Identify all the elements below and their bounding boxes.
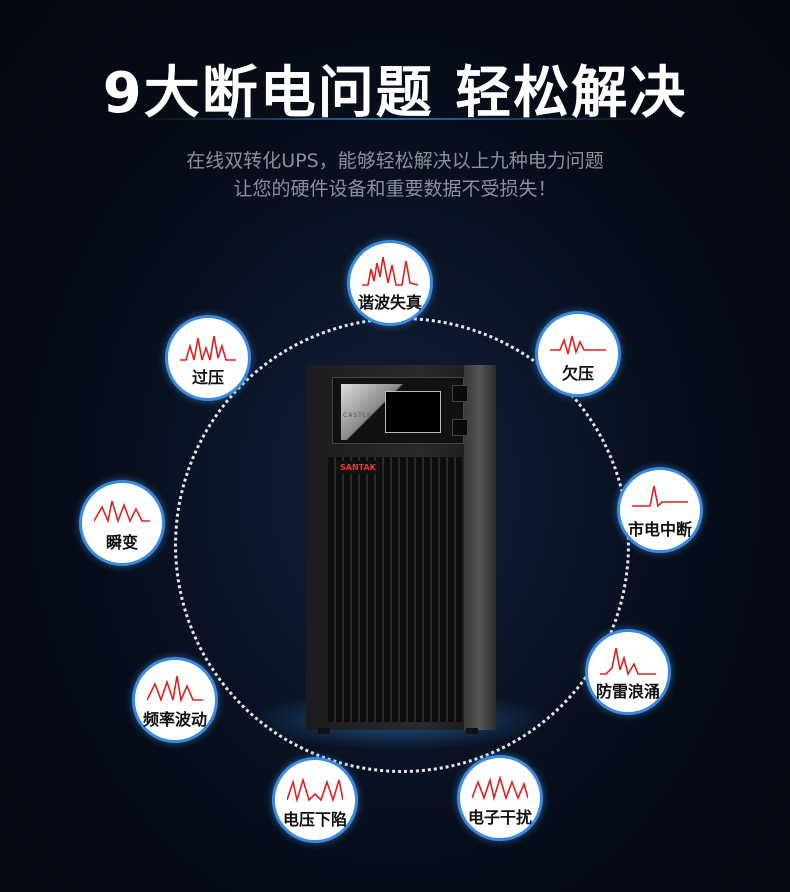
problem-label: 谐波失真 (357, 293, 422, 312)
problem-label: 瞬变 (105, 533, 138, 552)
problem-label: 过压 (191, 368, 224, 387)
problem-badge: 防雷浪涌 (585, 629, 671, 715)
undervoltage-wave-icon (550, 335, 606, 355)
harmonic-wave-icon (362, 256, 418, 286)
problem-label: 频率波动 (142, 710, 207, 729)
overvoltage-wave-icon (180, 335, 236, 361)
panel-text: CASTLE (343, 412, 372, 419)
divider (130, 118, 660, 120)
outage-wave-icon (632, 485, 688, 508)
problem-badge: 过压 (165, 315, 251, 401)
problem-badge: 市电中断 (617, 467, 703, 553)
problem-label: 防雷浪涌 (595, 682, 660, 701)
vent-grill (328, 457, 462, 722)
surge-wave-icon (600, 647, 656, 677)
subtitle-line-2: 让您的硬件设备和重要数据不受损失！ (233, 178, 557, 200)
problem-badge: 谐波失真 (347, 240, 433, 326)
problem-label: 电压下陷 (282, 810, 347, 829)
headline: 9大断电问题 轻松解决 (102, 61, 688, 126)
control-panel: CASTLE (332, 377, 464, 444)
frequency-wave-icon (147, 675, 203, 703)
problem-badge: 欠压 (535, 311, 621, 397)
subtitle-line-1: 在线双转化UPS，能够轻松解决以上九种电力问题 (186, 150, 604, 172)
transient-wave-icon (94, 500, 150, 524)
problem-badge: 电子干扰 (457, 755, 543, 841)
panel-button (452, 385, 468, 402)
problem-label: 电子干扰 (467, 808, 532, 827)
lcd-screen (385, 391, 441, 433)
problem-badge: 电压下陷 (272, 757, 358, 843)
sag-wave-icon (287, 777, 343, 804)
problem-label: 市电中断 (627, 520, 692, 539)
brand-logo: SANTAK (336, 461, 380, 474)
ups-product-image: CASTLE SANTAK (306, 365, 496, 730)
interference-wave-icon (472, 775, 528, 802)
problem-label: 欠压 (561, 364, 594, 383)
panel-button (452, 419, 468, 436)
problem-badge: 频率波动 (132, 657, 218, 743)
problem-badge: 瞬变 (79, 480, 165, 566)
